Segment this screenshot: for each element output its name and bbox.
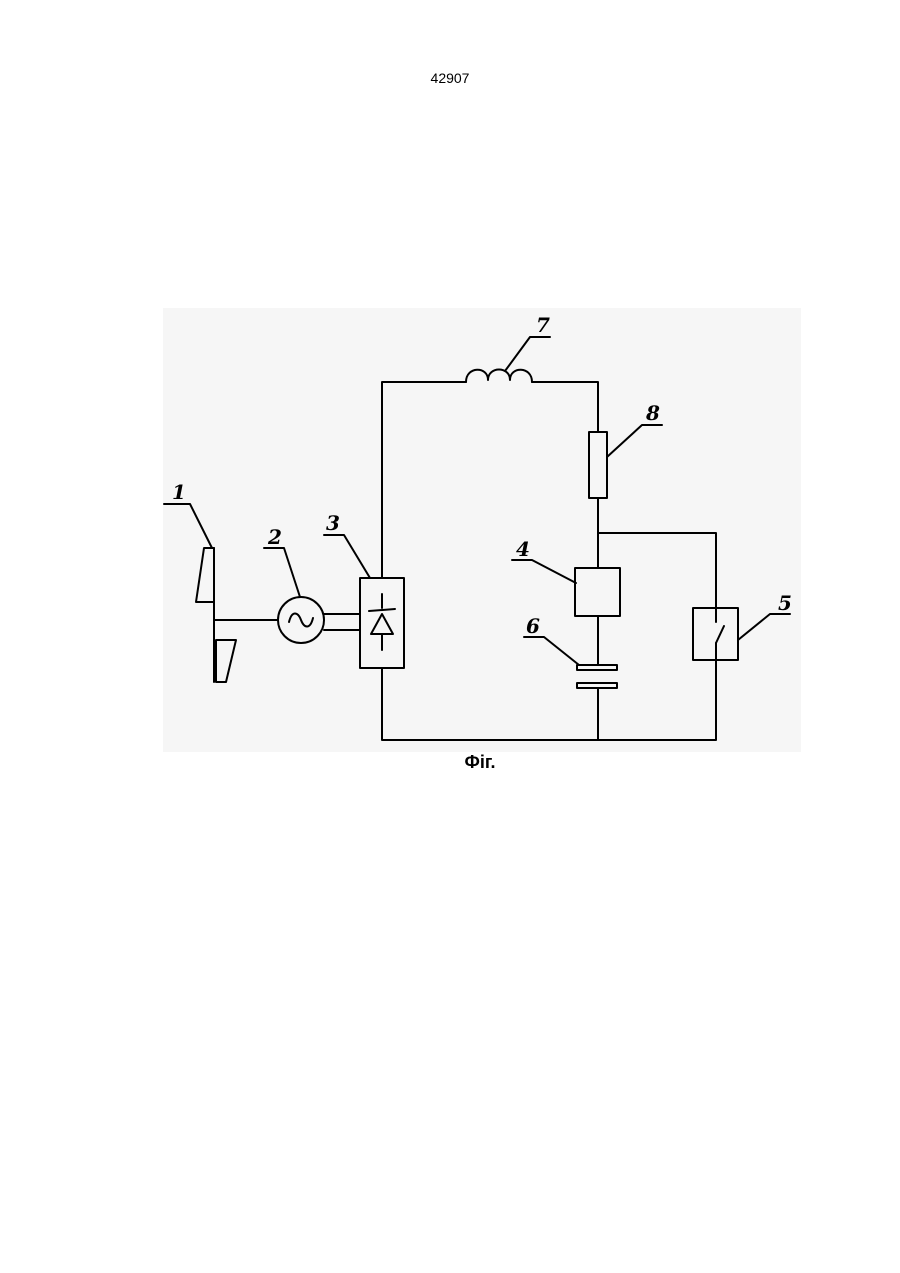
figure-caption: Фіг. [0,752,900,773]
switch-blade [716,626,724,643]
label-3: 3 [326,511,340,535]
turbine-blade-bottom [216,640,236,682]
wire-top-right [532,382,598,432]
label-5: 5 [778,591,792,615]
diode-triangle [371,614,393,634]
label-2: 2 [267,525,282,549]
leader-4 [512,560,576,583]
leader-8 [607,425,662,457]
leader-7 [505,337,550,371]
wire-top-left [382,382,466,578]
wire-bottom [382,660,716,740]
tilde-icon [289,614,313,627]
capacitor-plate-bottom [577,683,617,688]
label-7: 7 [536,313,550,337]
load-block [575,568,620,616]
turbine-blade-top [196,548,214,602]
label-6: 6 [526,614,540,638]
label-4: 4 [516,537,530,561]
leader-3 [324,535,370,578]
wire-branch-to-switch [598,533,716,608]
leader-6 [524,637,579,665]
inductor [466,370,532,383]
leader-5 [738,614,790,640]
leader-1 [164,504,212,548]
leader-2 [264,548,300,597]
label-1: 1 [172,480,186,504]
resistor [589,432,607,498]
rectifier-box [360,578,404,668]
label-8: 8 [645,401,660,425]
rectifier-bar [369,609,395,611]
capacitor-plate-top [577,665,617,670]
